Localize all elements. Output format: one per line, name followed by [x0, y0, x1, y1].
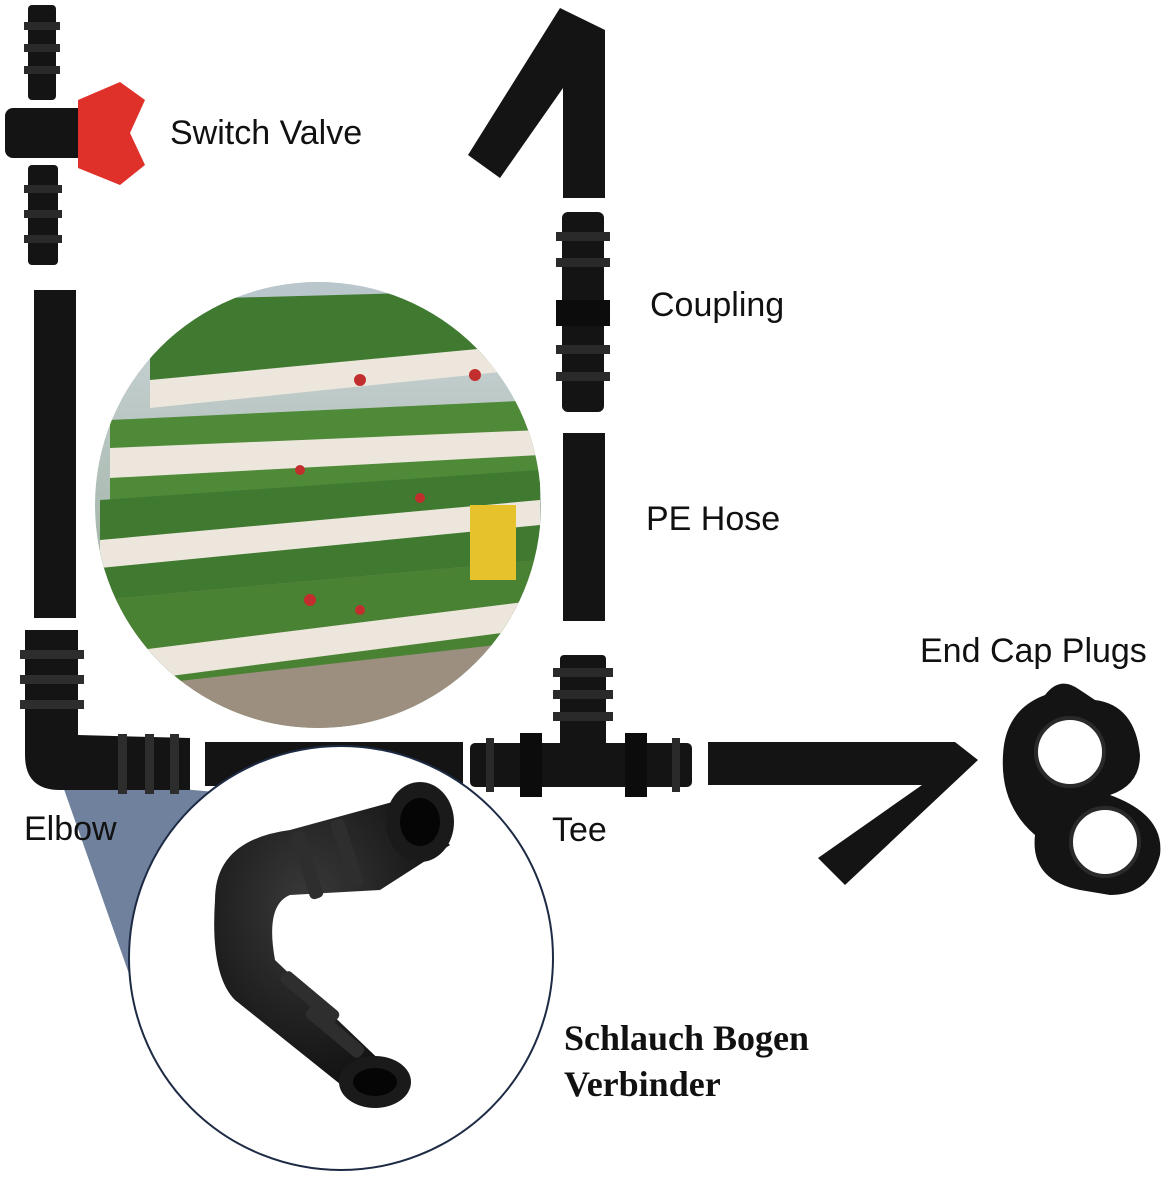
tee-fitting: [470, 655, 692, 797]
label-callout-line2: Verbinder: [564, 1064, 721, 1104]
elbow-fitting: [20, 630, 190, 794]
elbow-closeup: [214, 782, 454, 1108]
label-tee: Tee: [552, 811, 607, 849]
label-coupling: Coupling: [650, 286, 785, 324]
label-elbow: Elbow: [24, 810, 117, 848]
angled-hose-top: [468, 8, 605, 198]
coupling: [556, 212, 610, 412]
greenhouse-photo: [95, 282, 541, 728]
pe-hose-segment: [563, 433, 605, 621]
angled-hose-right: [708, 742, 978, 885]
end-cap-plugs: [1002, 683, 1161, 895]
switch-valve: [5, 5, 145, 265]
label-callout-line1: Schlauch Bogen: [564, 1018, 810, 1058]
callout-circle-border: [128, 745, 554, 1171]
label-pe-hose: PE Hose: [646, 500, 781, 538]
label-switch-valve: Switch Valve: [170, 114, 363, 152]
label-end-cap-plugs: End Cap Plugs: [920, 632, 1147, 670]
left-vertical-hose: [34, 290, 76, 618]
